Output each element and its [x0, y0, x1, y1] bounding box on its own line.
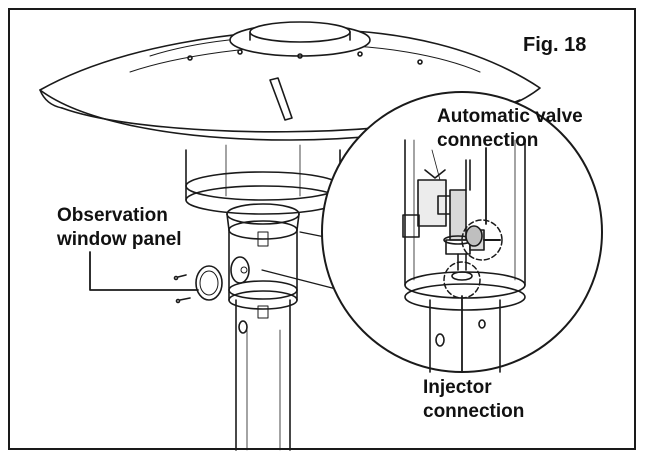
- observation-window-panel: [173, 256, 250, 304]
- valve-label-line2: connection: [437, 130, 539, 151]
- observation-label-line2: window panel: [57, 229, 182, 250]
- callout-line-bottom: [261, 269, 341, 291]
- injector-label-line1: Injector: [423, 377, 492, 398]
- lower-housing: [226, 203, 300, 334]
- observation-leader: [89, 251, 199, 291]
- detail-magnifier: [321, 91, 603, 373]
- heater-pole: [235, 299, 291, 451]
- injector-label-line2: connection: [423, 401, 525, 422]
- observation-label-line1: Observation: [57, 205, 168, 226]
- valve-label-line1: Automatic valve: [437, 106, 583, 127]
- figure-number: Fig. 18: [523, 34, 587, 56]
